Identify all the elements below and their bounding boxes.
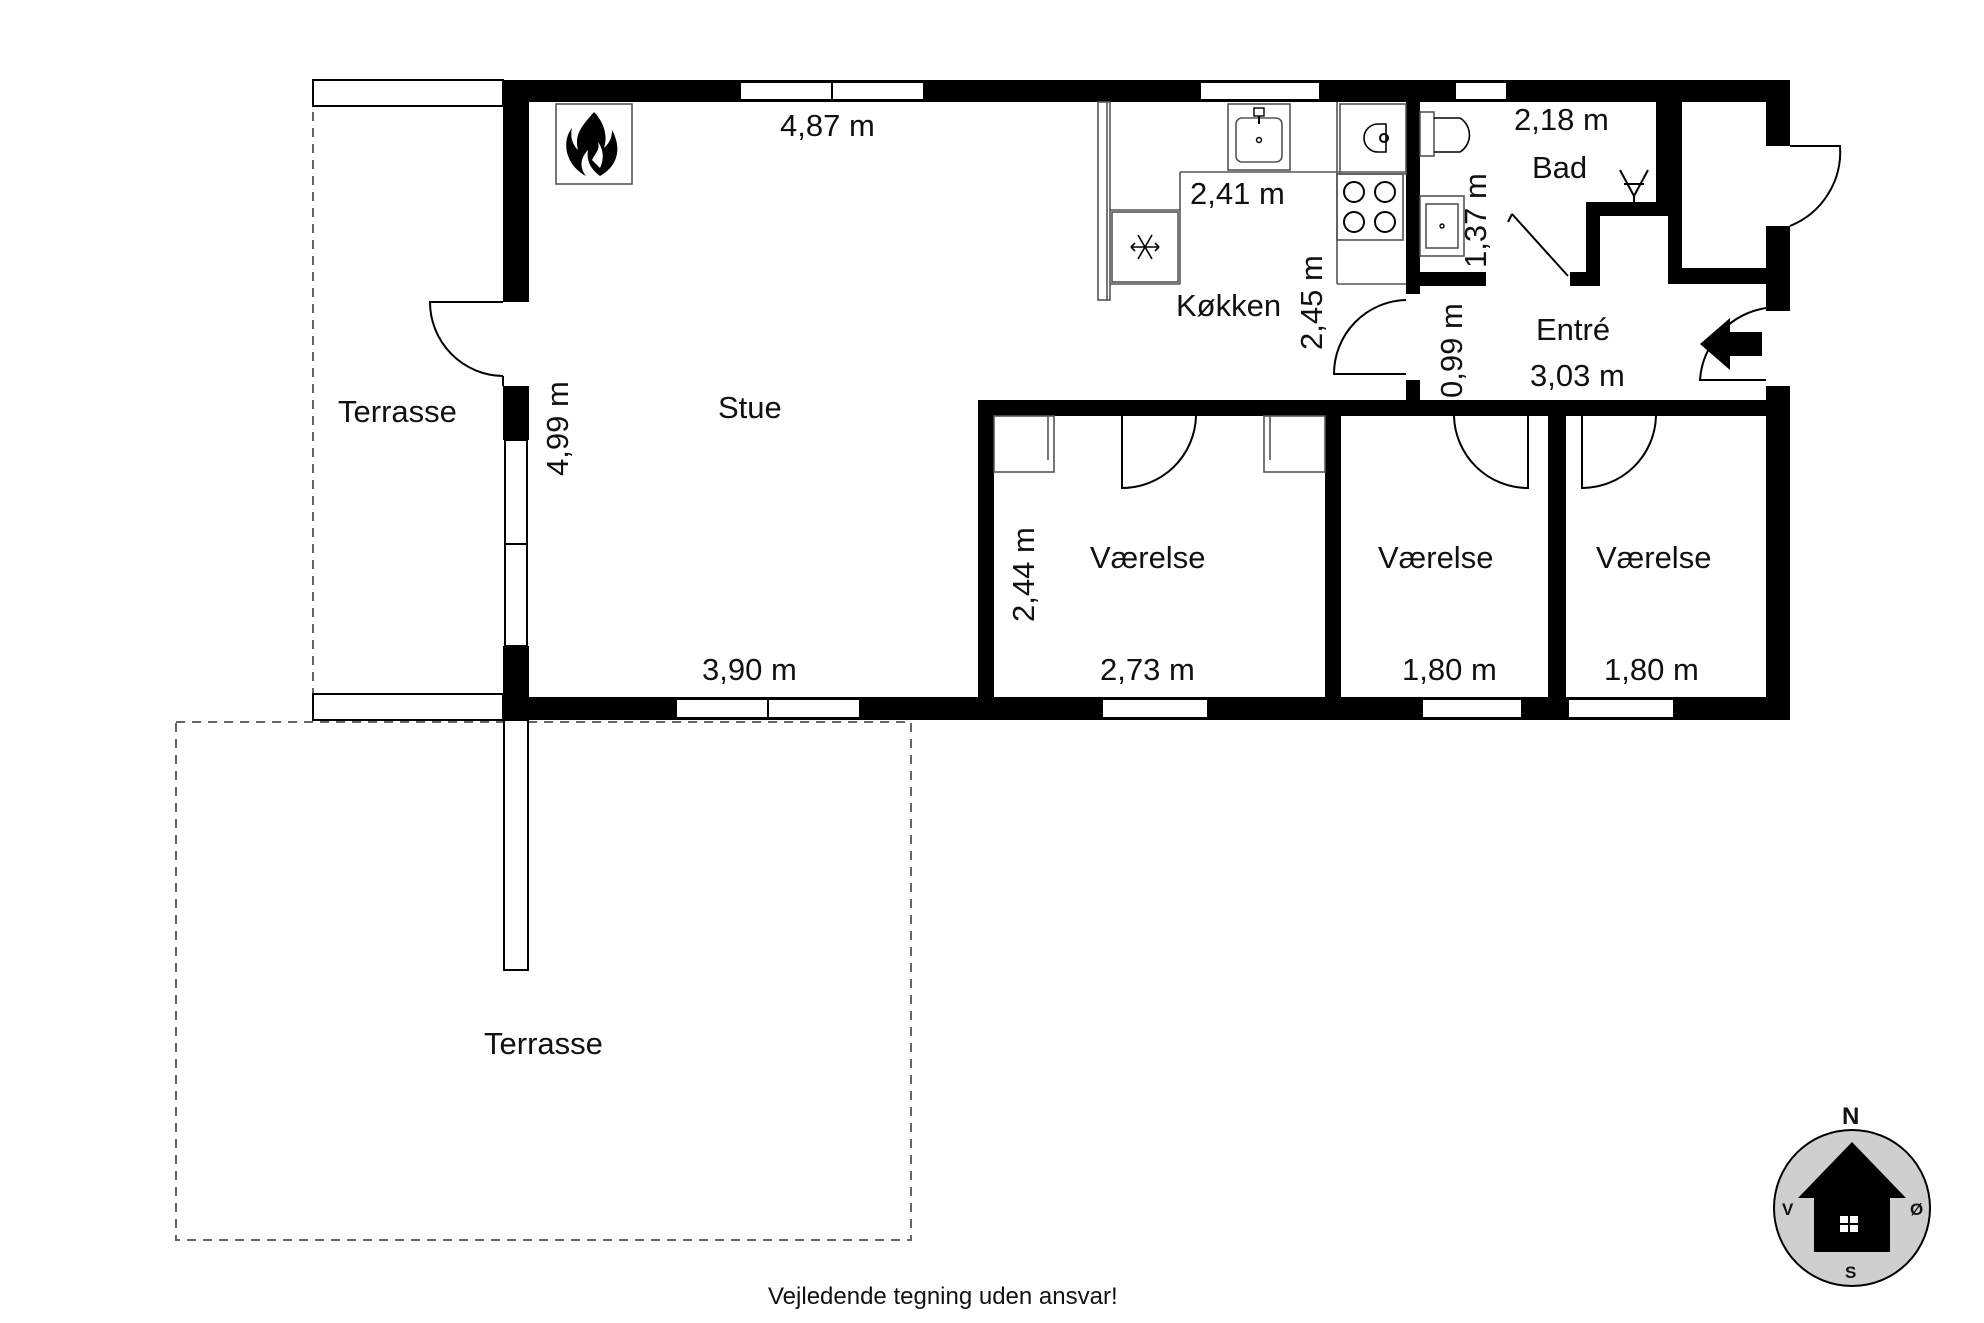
- compass-west: V: [1782, 1200, 1794, 1219]
- dim-stue-bottom: 3,90 m: [702, 652, 797, 687]
- dim-vaerelse-2-width: 1,80 m: [1402, 652, 1497, 687]
- dim-vaerelse-1-width: 2,73 m: [1100, 652, 1195, 687]
- toilet-icon: [1419, 111, 1471, 157]
- room-label-terrasse-south: Terrasse: [484, 1026, 603, 1061]
- compass-north: N: [1842, 1103, 1859, 1130]
- room-label-koekken: Køkken: [1176, 288, 1281, 323]
- dim-stue-top: 4,87 m: [780, 108, 875, 143]
- dim-bad-width: 2,18 m: [1514, 102, 1609, 137]
- freezer-icon: [1111, 211, 1179, 283]
- dim-koekken-depth: 2,45 m: [1294, 255, 1329, 350]
- fixtures: [993, 101, 1406, 473]
- floor-drain-icon: [1619, 169, 1649, 204]
- washbasin-icon: [1419, 195, 1465, 257]
- terrace-outlines: [175, 79, 912, 1241]
- dim-entre-depth: 0,99 m: [1434, 303, 1469, 398]
- compass-east: Ø: [1910, 1200, 1923, 1219]
- compass-south: S: [1845, 1263, 1856, 1282]
- dim-koekken-width: 2,41 m: [1190, 176, 1285, 211]
- compass-house-icon: [1798, 1142, 1906, 1252]
- dimension-labels: 4,87 m 3,90 m 2,41 m 2,18 m 3,03 m 2,73 …: [540, 102, 1699, 687]
- stove-icon: [1336, 173, 1404, 241]
- room-label-bad: Bad: [1532, 150, 1587, 185]
- sink-icon: [1227, 103, 1291, 171]
- walls: [503, 80, 1790, 720]
- fireplace-icon: [555, 103, 633, 185]
- toilet-icon: [1339, 103, 1407, 175]
- room-label-vaerelse-2: Værelse: [1378, 540, 1493, 575]
- windows: [504, 81, 1675, 719]
- room-label-terrasse-west: Terrasse: [338, 394, 457, 429]
- entrance-arrow-icon: [1700, 318, 1762, 370]
- dim-vaerelse-3-width: 1,80 m: [1604, 652, 1699, 687]
- dim-bad-depth: 1,37 m: [1458, 173, 1493, 268]
- room-label-stue: Stue: [718, 390, 782, 425]
- doors: [428, 145, 1842, 490]
- dim-stue-depth: 4,99 m: [540, 381, 575, 476]
- dim-entre-width: 3,03 m: [1530, 358, 1625, 393]
- compass: N S V Ø: [1773, 1103, 1931, 1287]
- room-label-vaerelse-1: Værelse: [1090, 540, 1205, 575]
- room-labels: Stue Køkken Bad Entré Værelse Værelse Væ…: [338, 150, 1711, 1061]
- disclaimer-text: Vejledende tegning uden ansvar!: [768, 1283, 1118, 1310]
- room-label-entre: Entré: [1536, 312, 1610, 347]
- dim-vaerelse-1-depth: 2,44 m: [1006, 527, 1041, 622]
- room-label-vaerelse-3: Værelse: [1596, 540, 1711, 575]
